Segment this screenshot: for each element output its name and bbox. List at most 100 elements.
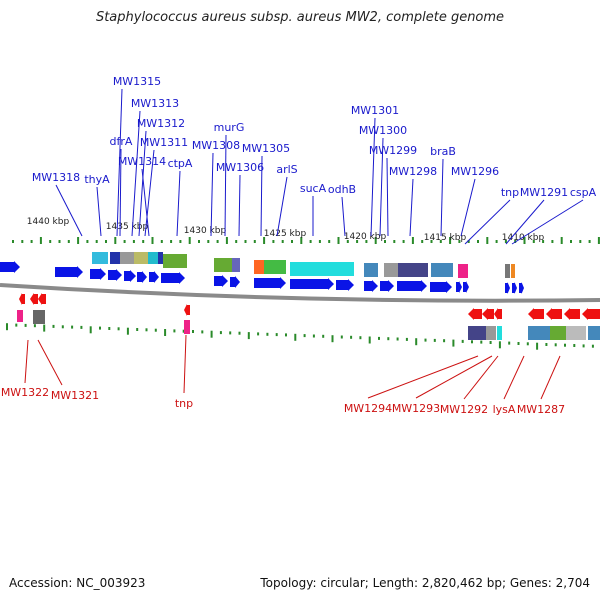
forward-gene-arrow [456, 281, 462, 293]
forward-tick [328, 240, 331, 243]
reverse-tick [582, 344, 585, 348]
forward-leader-line [141, 168, 150, 237]
label-leader-lines [24, 88, 584, 400]
forward-gene-arrow [430, 281, 452, 293]
reverse-tick [471, 340, 473, 344]
forward-gene-arrow [254, 277, 286, 289]
forward-gene-label: MW1315 [113, 75, 161, 88]
reverse-tick [554, 343, 557, 347]
reverse-tick [164, 329, 167, 336]
feature-box [588, 326, 600, 340]
forward-gene-arrow [108, 269, 122, 281]
feature-box [264, 260, 286, 274]
feature-box [92, 252, 108, 264]
reverse-tick [6, 323, 8, 331]
forward-gene-label: MW1314 [118, 155, 166, 168]
reverse-tick [424, 338, 427, 342]
forward-gene-label: ctpA [168, 157, 193, 170]
map-title: Staphylococcus aureus subsp. aureus MW2,… [95, 10, 505, 25]
forward-tick [281, 240, 284, 243]
forward-leader-line [511, 199, 584, 245]
reverse-gene-arrow [19, 293, 25, 305]
reverse-gene-label: MW1294 [344, 402, 392, 415]
forward-tick [374, 237, 377, 244]
forward-gene-arrow [512, 282, 517, 294]
forward-tick [77, 237, 80, 244]
forward-leader-line [96, 186, 102, 237]
forward-gene-label: cspA [570, 186, 597, 199]
forward-gene-label: MW1299 [369, 144, 417, 157]
reverse-leader-line [463, 355, 499, 400]
forward-tick [477, 240, 479, 243]
forward-tick [300, 237, 303, 244]
reverse-tick [99, 326, 101, 330]
forward-leader-line [370, 117, 376, 237]
forward-tick [318, 240, 321, 243]
scale-label: 1440 kbp [27, 217, 70, 227]
reverse-tick [33, 324, 36, 328]
reverse-tick [201, 330, 204, 334]
forward-tick [114, 237, 117, 244]
reverse-tick [489, 341, 492, 344]
feature-box [511, 264, 515, 278]
forward-leader-line [144, 149, 155, 237]
forward-tick [495, 240, 498, 243]
reverse-tick [322, 334, 325, 338]
accession-text: Accession: NC_003923 [9, 576, 146, 590]
feature-box [398, 263, 428, 277]
forward-gene-label: odhB [328, 183, 356, 196]
forward-tick [244, 240, 247, 243]
reverse-tick [117, 327, 120, 331]
scale-label: 1435 kbp [106, 222, 149, 232]
reverse-tick [275, 333, 278, 337]
reverse-gene-label: MW1322 [1, 386, 49, 399]
feature-box [163, 254, 187, 268]
forward-tick [39, 237, 42, 244]
forward-gene-arrow [364, 280, 378, 292]
reverse-tick [405, 337, 408, 341]
forward-gene-arrow [161, 272, 185, 284]
forward-tick [430, 240, 433, 243]
forward-gene-arrow [463, 281, 469, 293]
genome-backbone [0, 283, 600, 303]
forward-leader-line [119, 148, 122, 237]
forward-tick [235, 240, 238, 243]
feature-box [550, 326, 566, 340]
forward-gene-arrow [336, 279, 354, 291]
reverse-tick [415, 338, 418, 346]
reverse-tick [340, 335, 343, 339]
forward-gene-label: MW1305 [242, 142, 290, 155]
forward-tick [449, 237, 452, 244]
forward-tick [151, 237, 154, 244]
forward-tick [291, 240, 293, 243]
forward-leader-line [176, 170, 181, 237]
forward-tick [467, 240, 470, 243]
forward-leader-line [409, 178, 414, 237]
reverse-tick [154, 328, 157, 332]
reverse-gene-arrow [494, 308, 502, 320]
reverse-gene-label: tnp [175, 397, 193, 410]
reverse-tick [15, 323, 18, 327]
reverse-tick [229, 331, 232, 335]
reverse-tick [136, 328, 139, 331]
forward-gene-label: MW1318 [32, 171, 80, 184]
reverse-tick [43, 324, 46, 332]
forward-tick [402, 240, 405, 243]
reverse-tick [350, 335, 353, 339]
forward-gene-arrow [0, 261, 20, 273]
forward-gene-arrow [519, 282, 524, 294]
forward-gene-arrow [214, 275, 228, 287]
reverse-tick [182, 329, 185, 333]
forward-tick [170, 240, 173, 243]
forward-gene-label: thyA [84, 173, 110, 186]
reverse-leader-line [367, 355, 479, 399]
forward-tick [411, 237, 414, 244]
reverse-leader-line [37, 339, 63, 386]
forward-gene-arrow [397, 280, 427, 292]
forward-gene-label: MW1300 [359, 124, 407, 137]
reverse-tick [24, 323, 27, 327]
forward-tick [579, 240, 582, 243]
forward-tick [393, 240, 396, 243]
